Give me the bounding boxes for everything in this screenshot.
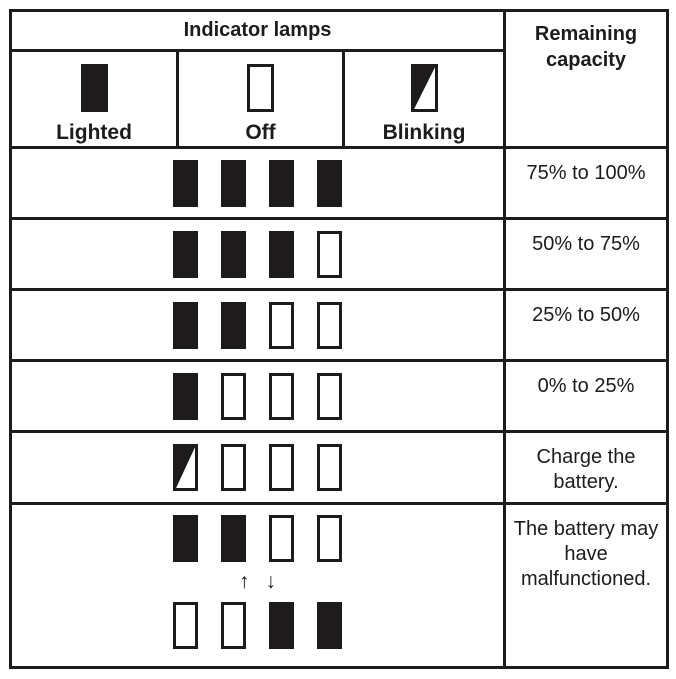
table-row: Charge the battery. — [8, 430, 670, 505]
remaining-capacity-header: Remaining capacity — [503, 9, 670, 149]
header-row: Indicator lamps Remaining capacity — [8, 9, 670, 149]
lamp-off-icon — [269, 444, 294, 491]
lamp-row-top — [12, 515, 503, 562]
lamp-off-icon — [221, 444, 246, 491]
lamp-blink-icon — [173, 444, 198, 491]
lamp-on-icon — [221, 301, 246, 349]
lamp-on-icon — [269, 159, 294, 207]
table-row-malfunction: ↑ ↓ The battery may have malfunctioned. — [8, 502, 670, 669]
lamp-off-icon — [317, 230, 342, 278]
lamp-off-icon — [221, 602, 246, 649]
lamps-cell — [8, 359, 507, 433]
lamp-on-icon — [173, 159, 198, 207]
legend-cell-lighted: Lighted — [9, 49, 179, 149]
lamp-blink-icon — [410, 64, 438, 112]
legend-cell-blinking: Blinking — [341, 49, 507, 149]
lamp-on-icon — [317, 602, 342, 649]
table-row: 25% to 50% — [8, 288, 670, 362]
lamps-cell — [8, 288, 507, 362]
lamp-row — [12, 444, 503, 491]
lamp-on-icon — [221, 515, 246, 562]
capacity-cell: 0% to 25% — [503, 359, 670, 433]
table-row: 0% to 25% — [8, 359, 670, 433]
capacity-cell: The battery may have malfunctioned. — [503, 502, 670, 669]
battery-indicator-table: Indicator lamps Remaining capacity Light… — [8, 9, 670, 669]
legend-label-lighted: Lighted — [56, 121, 132, 144]
lighted-lamp-icon — [12, 64, 176, 112]
lamps-cell — [8, 217, 507, 291]
capacity-cell: Charge the battery. — [503, 430, 670, 505]
lamp-off-icon — [317, 515, 342, 562]
legend-label-blinking: Blinking — [382, 121, 466, 144]
arrow-down-icon: ↓ — [265, 570, 277, 593]
lamps-cell-alternating: ↑ ↓ — [8, 502, 507, 669]
capacity-cell: 25% to 50% — [503, 288, 670, 362]
lamps-cell — [8, 146, 507, 220]
legend-row: Lighted Off Blinking — [9, 49, 668, 149]
lamp-on-icon — [269, 602, 294, 649]
lamp-off-icon — [317, 372, 342, 420]
lamp-off-icon — [269, 301, 294, 349]
lamp-on-icon — [317, 159, 342, 207]
arrow-up-icon: ↑ — [239, 570, 250, 593]
lamp-row-bottom — [12, 602, 503, 649]
lamp-row — [12, 159, 503, 207]
lamp-off-icon — [269, 515, 294, 562]
lamp-on-icon — [173, 372, 198, 420]
lamp-on-icon — [80, 64, 108, 112]
lamp-on-icon — [269, 230, 294, 278]
lamp-on-icon — [173, 515, 198, 562]
blinking-lamp-icon — [345, 64, 503, 112]
lamp-on-icon — [173, 230, 198, 278]
capacity-cell: 75% to 100% — [503, 146, 670, 220]
alternating-arrows: ↑ ↓ — [12, 562, 503, 602]
legend-label-off: Off — [245, 121, 276, 144]
table-row: 50% to 75% — [8, 217, 670, 291]
lamp-on-icon — [173, 301, 198, 349]
table-row: 75% to 100% — [8, 146, 670, 220]
lamp-on-icon — [221, 230, 246, 278]
lamp-off-icon — [247, 64, 274, 112]
lamp-off-icon — [173, 602, 198, 649]
lamp-row — [12, 230, 503, 278]
lamp-off-icon — [317, 444, 342, 491]
lamp-off-icon — [269, 372, 294, 420]
off-lamp-icon — [179, 64, 342, 112]
lamp-row — [12, 301, 503, 349]
lamp-off-icon — [317, 301, 342, 349]
lamp-on-icon — [221, 159, 246, 207]
indicator-lamps-header: Indicator lamps — [8, 9, 507, 52]
lamps-cell — [8, 430, 507, 505]
lamp-row — [12, 372, 503, 420]
legend-cell-off: Off — [176, 49, 345, 149]
lamp-off-icon — [221, 372, 246, 420]
capacity-cell: 50% to 75% — [503, 217, 670, 291]
